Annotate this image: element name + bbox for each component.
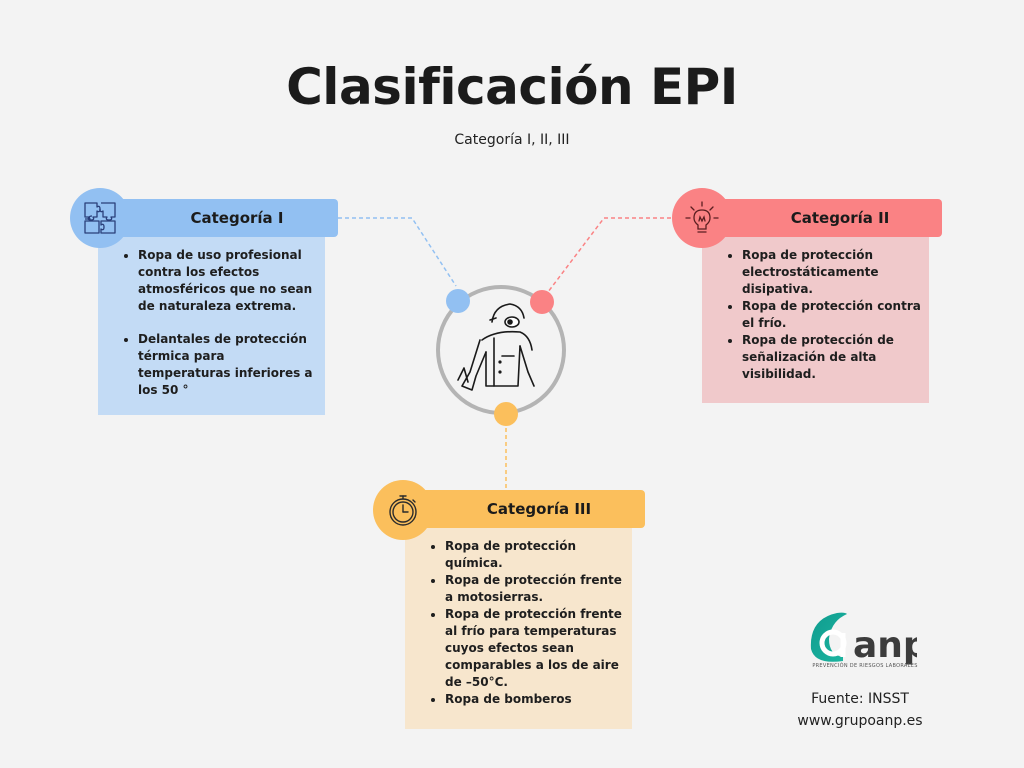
category-2-body: Ropa de protección electrostáticamente d… — [702, 236, 929, 403]
logo-tagline: PREVENCIÓN DE RIESGOS LABORALES — [812, 663, 918, 669]
category-1-title: Categoría I — [190, 209, 284, 227]
puzzle-icon — [84, 202, 116, 234]
category-3-title: Categoría III — [486, 500, 592, 518]
anp-logo: anp — [810, 612, 917, 666]
source-credit: Fuente: INSST www.grupoanp.es — [780, 688, 940, 732]
category-1-list: Ropa de uso profesional contra los efect… — [118, 247, 315, 399]
category-2-header: Categoría II — [720, 199, 942, 237]
category-3-item: Ropa de protección frente al frío para t… — [445, 606, 624, 691]
lightbulb-icon — [685, 201, 719, 233]
category-2-item: Ropa de protección de señalización de al… — [742, 332, 921, 383]
category-1-body: Ropa de uso profesional contra los efect… — [98, 236, 325, 415]
category-1-item: Ropa de uso profesional contra los efect… — [138, 247, 315, 315]
category-1-item: Delantales de protección térmica para te… — [138, 331, 315, 399]
node-cat1 — [446, 289, 470, 313]
category-3-body: Ropa de protección química. Ropa de prot… — [405, 527, 632, 729]
category-3-header: Categoría III — [419, 490, 645, 528]
category-3-item: Ropa de protección frente a motosierras. — [445, 572, 624, 606]
website-text[interactable]: www.grupoanp.es — [797, 713, 923, 729]
page-subtitle: Categoría I, II, III — [454, 132, 570, 148]
node-cat3 — [494, 402, 518, 426]
category-3-list: Ropa de protección química. Ropa de prot… — [425, 538, 624, 708]
category-3-item: Ropa de bomberos — [445, 691, 624, 708]
category-1-header: Categoría I — [118, 199, 338, 237]
category-2-title: Categoría II — [790, 209, 890, 227]
category-3-icon-badge — [373, 480, 433, 540]
protective-suit-icon — [457, 303, 535, 391]
page-title: Clasificación EPI — [286, 58, 738, 116]
category-2-list: Ropa de protección electrostáticamente d… — [722, 247, 921, 383]
category-2-icon-badge — [672, 188, 732, 248]
node-cat2 — [530, 290, 554, 314]
category-1-icon-badge — [70, 188, 130, 248]
source-text: Fuente: INSST — [811, 691, 909, 707]
category-2-item: Ropa de protección electrostáticamente d… — [742, 247, 921, 298]
logo-wordmark: anp — [853, 625, 917, 666]
connector-cat1 — [338, 217, 457, 287]
category-2-item: Ropa de protección contra el frío. — [742, 298, 921, 332]
category-3-item: Ropa de protección química. — [445, 538, 624, 572]
stopwatch-icon — [389, 495, 417, 526]
